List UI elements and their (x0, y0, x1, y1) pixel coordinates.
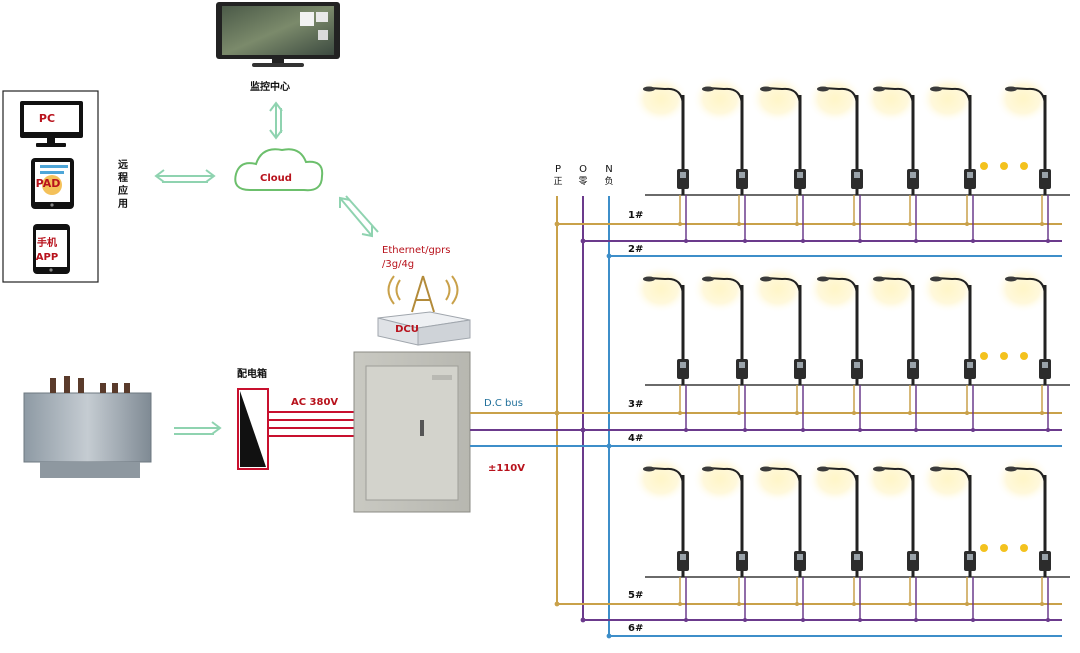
pc-label: PC (39, 112, 55, 125)
antenna-icon (387, 275, 459, 313)
distribution-box-icon (237, 388, 269, 470)
street-light-icon (692, 75, 748, 243)
street-light-icon (995, 455, 1051, 622)
ellipsis-dot (980, 352, 988, 360)
pad-icon (31, 158, 74, 209)
monitor-label: 监控中心 (250, 80, 290, 93)
circuit-label: 4# (628, 433, 643, 444)
bus-name-p: 正 (553, 177, 562, 187)
pad-label: PAD (36, 177, 61, 190)
dc-bus-label: D.C bus (484, 398, 523, 409)
ellipsis-dot (1020, 162, 1028, 170)
monitor-icon (216, 2, 340, 67)
cloud-icon (234, 148, 324, 192)
dcu-label: DCU (395, 324, 419, 335)
arrow-cloud-remote (154, 169, 216, 183)
network-label-line2: /3g/4g (382, 259, 414, 270)
phone-icon (33, 224, 70, 274)
street-light-icon (807, 455, 863, 622)
arrow-transformer-box (174, 421, 222, 435)
street-light-icon (807, 265, 863, 432)
street-light-icon (920, 75, 976, 243)
street-light-icon (750, 265, 806, 432)
bus-name-o: 零 (578, 176, 587, 187)
ellipsis-dot (1020, 544, 1028, 552)
street-light-icon (633, 75, 689, 243)
ellipsis-dot (980, 544, 988, 552)
circuit-label: 1# (628, 210, 643, 221)
circuit-label: 6# (628, 623, 643, 634)
street-light-icon (863, 75, 919, 243)
street-light-icon (750, 75, 806, 243)
arrow-cloud-dcu (339, 195, 379, 238)
street-light-icon (633, 455, 689, 622)
phone-label-line1: 手机 (37, 236, 57, 249)
pc-icon (20, 101, 83, 147)
bus-letter-p: P (555, 164, 561, 175)
street-light-icon (863, 265, 919, 432)
street-light-rows (633, 75, 1070, 622)
phone-label-line2: APP (36, 252, 58, 263)
arrow-monitor-cloud (269, 101, 283, 140)
street-light-icon (692, 455, 748, 622)
ellipsis-dot (980, 162, 988, 170)
remote-label: 远程应用 (117, 159, 128, 210)
circuit-label: 5# (628, 590, 643, 601)
street-light-icon (920, 455, 976, 622)
bus-letter-n: N (605, 164, 612, 175)
transformer-icon (23, 376, 152, 478)
ellipsis-dot (1020, 352, 1028, 360)
dc-bus-lines (470, 196, 1062, 639)
circuit-label: 2# (628, 244, 643, 255)
street-light-icon (807, 75, 863, 243)
street-light-icon (750, 455, 806, 622)
distribution-box-label: 配电箱 (237, 367, 267, 380)
dcu-icon (377, 311, 471, 346)
control-cabinet-icon (353, 351, 471, 513)
bus-letter-o: O (579, 164, 587, 175)
street-light-icon (863, 455, 919, 622)
cloud-label: Cloud (260, 173, 292, 184)
ellipsis-dot (1000, 162, 1008, 170)
street-light-icon (692, 265, 748, 432)
street-light-icon (633, 265, 689, 432)
bus-name-n: 负 (604, 175, 613, 187)
ac-380v-lines (268, 411, 354, 437)
network-label-line1: Ethernet/gprs (382, 245, 450, 256)
circuit-labels: 1# 2# 3# 4# 5# 6# (628, 210, 643, 634)
street-light-icon (995, 265, 1051, 432)
ac-label: AC 380V (291, 397, 338, 408)
street-light-icon (920, 265, 976, 432)
dc-voltage-label: ±110V (488, 463, 525, 474)
ellipsis-dot (1000, 544, 1008, 552)
street-light-icon (995, 75, 1051, 243)
ellipsis-dot (1000, 352, 1008, 360)
circuit-label: 3# (628, 399, 643, 410)
